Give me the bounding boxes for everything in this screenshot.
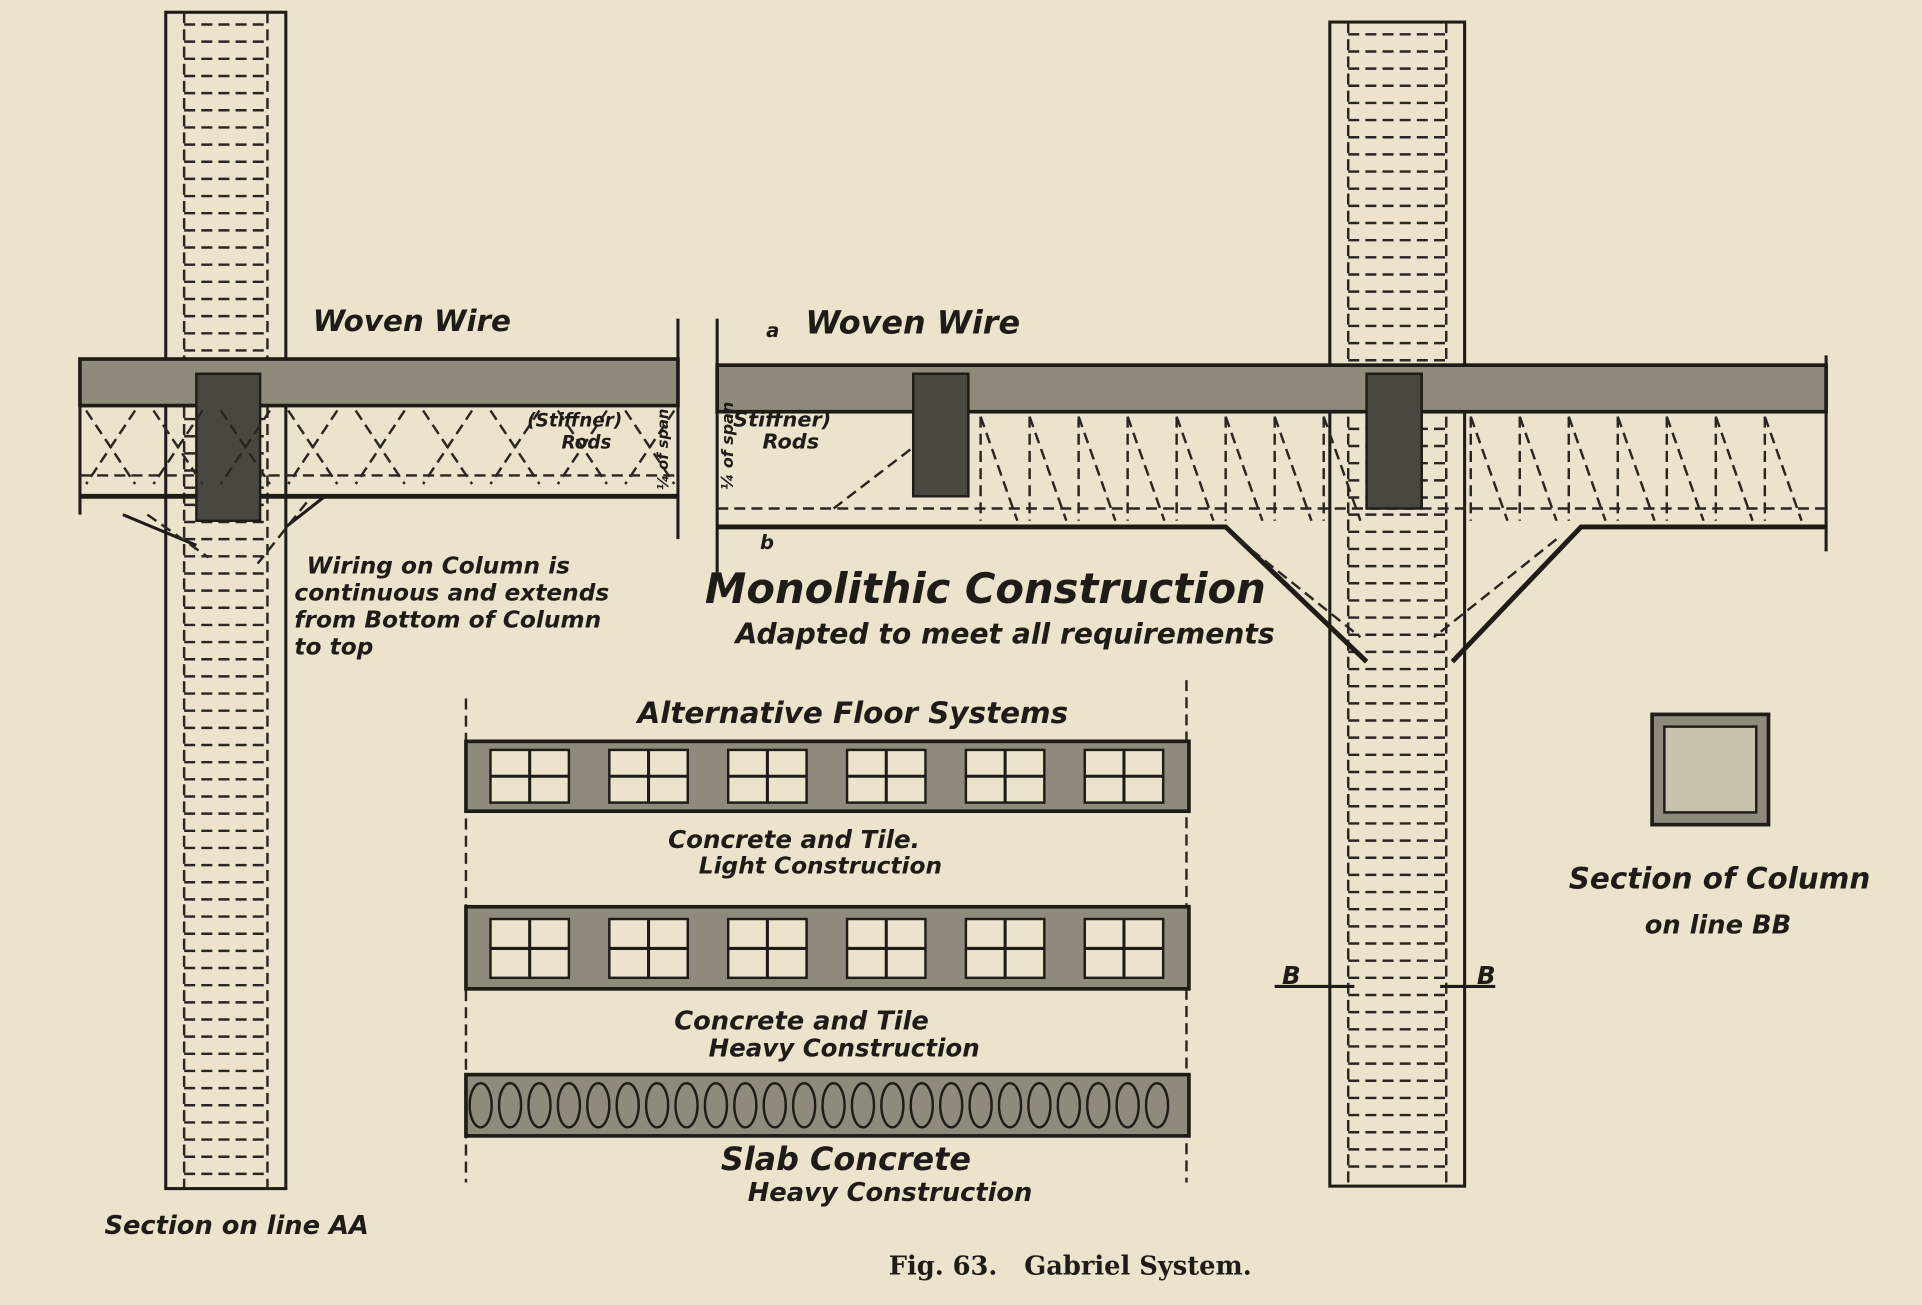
section-bb-line2: on line BB [1645,911,1791,941]
slab-reinforcement-loop [527,1081,552,1129]
slab-reinforcement-loop [497,1081,523,1129]
label-mark-a: a [766,319,779,342]
truss-diagonal [556,409,608,485]
truss-diagonal [422,409,474,485]
truss-diagonal [1469,416,1509,522]
label-b-left: B [1282,961,1301,990]
section-bb-line1: Section of Column [1569,861,1871,895]
truss-diagonal [1028,416,1068,522]
alternative-floor-systems [464,680,1191,1183]
floor-panel-heavy-tile [464,904,1191,991]
truss-diagonal [1322,416,1362,522]
slab-reinforcement-loop [1144,1081,1170,1129]
truss-diagonal [1518,416,1558,522]
right-column [1328,20,1467,1188]
truss-diagonal [1224,416,1264,522]
floor3-line1: Slab Concrete [721,1140,971,1178]
slab-reinforcement-loop [703,1081,729,1129]
floor2-line1: Concrete and Tile [674,1006,929,1036]
left-beam [78,318,680,565]
floor2-line2: Heavy Construction [709,1033,980,1062]
truss-diagonal [1763,416,1803,522]
label-b-right: B [1477,961,1496,990]
slab-reinforcement-loop [468,1081,493,1129]
wiring-note-line: continuous and extends [294,579,609,606]
floor-panel-light-tile [464,739,1191,814]
slab-reinforcement-loop [586,1081,611,1129]
truss-diagonal [1616,416,1656,522]
slab-reinforcement-loop [674,1081,699,1129]
slab-reinforcement-loop [821,1081,846,1129]
slab-reinforcement-loop [644,1081,670,1129]
floor1-line2: Light Construction [699,853,942,880]
slab-reinforcement-loop [1085,1081,1111,1129]
label-rods-left: Rods [562,432,612,453]
column-section-bb [1274,712,1771,988]
slab-reinforcement-loop [1027,1081,1052,1129]
truss-diagonal [219,409,271,485]
truss-diagonal [624,409,676,485]
truss-diagonal [152,409,204,485]
label-quarter-span-right: ¼ of span [718,402,737,490]
slab-reinforcement-loop [615,1081,640,1129]
slab-reinforcement-loop [1056,1081,1082,1129]
wiring-note-line: Wiring on Column is [307,552,571,579]
truss-diagonal [1077,416,1117,522]
slab-reinforcement-loop [938,1081,964,1129]
figure-caption: Fig. 63. Gabriel System. [889,1251,1252,1281]
slab-reinforcement-loop [762,1081,787,1129]
slab-reinforcement-loop [791,1081,817,1129]
slab-reinforcement-loop [968,1081,993,1129]
column-reinforcement-mid [911,372,970,498]
slab-reinforcement-loop [909,1081,935,1129]
truss-diagonal [354,409,406,485]
label-quarter-span-left: ¼ of span [655,409,672,491]
slab-reinforcement-loop [556,1081,582,1129]
label-woven-wire-left: Woven Wire [313,304,511,338]
truss-diagonal [1714,416,1754,522]
truss-diagonal [489,409,541,485]
truss-diagonal [287,409,339,485]
alt-floor-title: Alternative Floor Systems [636,696,1069,730]
truss-diagonal [1175,416,1215,522]
truss-diagonal [85,409,137,485]
monolithic-title: Monolithic Construction [705,564,1266,613]
label-mark-b: b [760,531,774,554]
truss-diagonal [979,416,1019,522]
wiring-note-line: to top [294,633,373,660]
left-column [164,10,288,1191]
label-woven-wire-right: Woven Wire [805,303,1020,341]
truss-diagonal [1567,416,1607,522]
slab-reinforcement-loop [1115,1081,1140,1129]
truss-diagonal [1126,416,1166,522]
column-reinforcement-right [1365,372,1423,510]
column-reinforcement-left [195,372,262,522]
section-aa-label: Section on line AA [104,1211,368,1241]
wiring-note: Wiring on Column is continuous and exten… [294,552,609,660]
truss-diagonal [1665,416,1705,522]
label-rods-right: Rods [762,429,819,453]
floor1-line1: Concrete and Tile. [668,825,920,854]
floor3-line2: Heavy Construction [748,1178,1033,1208]
slab-reinforcement-loop [997,1081,1023,1129]
slab-reinforcement-loop [880,1081,905,1129]
slab-reinforcement-loop [733,1081,758,1129]
slab-reinforcement-loop [850,1081,876,1129]
truss-diagonal [1273,416,1313,522]
right-beam [715,318,1828,664]
monolithic-subtitle: Adapted to meet all requirements [734,617,1275,650]
wiring-note-line: from Bottom of Column [294,606,601,633]
label-stiffner-left: (Stiffner) [527,410,622,431]
label-stiffner-right: Stiffner) [733,407,831,431]
